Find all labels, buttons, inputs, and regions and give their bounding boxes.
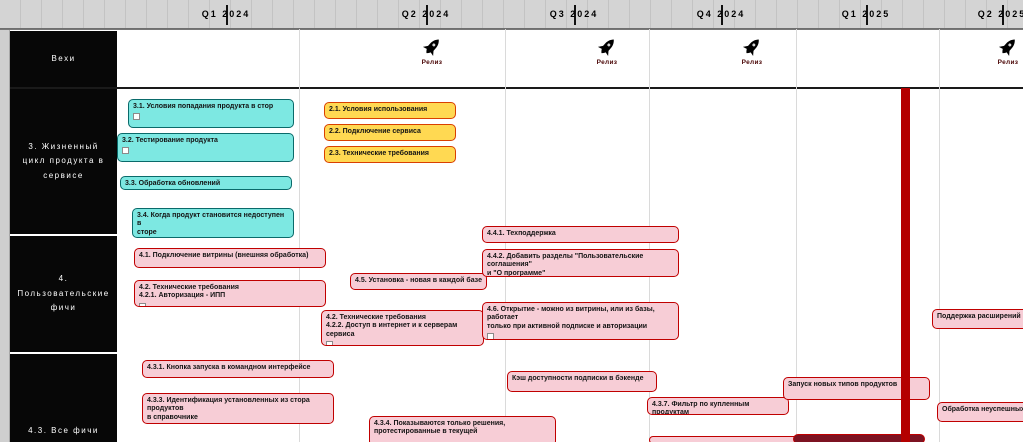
roadmap-card[interactable]: 4.3.4. Показываются только решения, прот… [369,416,556,442]
card-label: 4.3.4. Показываются только решения, прот… [374,420,506,436]
card-label: Кэш доступности подписки в бэкенде [512,375,644,382]
milestone-label: Релиз [997,59,1019,66]
milestone-label: Релиз [741,59,763,66]
quarter-gridline [299,29,300,442]
card-checkbox[interactable] [133,113,140,121]
roadmap-card[interactable]: 4.4.2. Добавить разделы "Пользовательски… [482,249,679,277]
card-checkbox[interactable] [326,341,333,345]
quarter-tick [226,5,228,25]
roadmap-card[interactable]: Кэш доступности подписки в бэкенде [507,371,657,392]
card-label: 3.2. Тестирование продукта [122,137,218,144]
roadmap-card[interactable]: 3.4. Когда продукт становится недоступен… [132,208,294,238]
left-scroll-strip[interactable] [0,0,10,442]
rocket-icon [422,39,439,57]
rocket-icon [998,39,1015,57]
quarter-tick [426,5,428,25]
card-label: 4.3.3. Идентификация установленных из ст… [147,397,310,421]
card-label: Запуск новых типов продуктов [788,381,898,388]
roadmap-card[interactable]: 4.5. Установка - новая в каждой базе [350,273,487,290]
card-label: 3.3. Обработка обновлений [125,180,221,187]
quarter-gridline [939,29,940,442]
milestone-label: Релиз [596,59,618,66]
quarter-label: Q2 2025 [977,9,1023,19]
card-label: 2.1. Условия использования [329,106,428,113]
roadmap-card[interactable]: 4.3.3. Идентификация установленных из ст… [142,393,334,424]
milestone-row-top-border [0,29,1023,30]
roadmap-card[interactable]: 3.3. Обработка обновлений [120,176,292,190]
quarter-tick [866,5,868,25]
milestone-release[interactable]: Релиз [741,36,763,66]
timeline-ruler: Q1 2024 Q2 2024 Q3 2024 Q4 2024 Q1 2025 Q2 20… [0,0,1023,29]
roadmap-card[interactable]: 4.2. Технические требования 4.2.1. Автор… [134,280,326,307]
card-label: 3.1. Условия попадания продукта в стор [133,103,274,110]
card-label: Обработка неуспешных о [942,406,1023,413]
roadmap-card[interactable]: 4.4.1. Техподдержка [482,226,679,243]
card-label: 4.1. Подключение витрины (внешняя обрабо… [139,252,309,259]
roadmap-card[interactable]: Поддержка расширений [932,309,1023,329]
quarter-label: Q2 2024 [401,9,451,19]
milestone-release[interactable]: Релиз [421,36,443,66]
roadmap-card[interactable]: 4.6. Открытие - можно из витрины, или из… [482,302,679,340]
roadmap-card[interactable]: 4.1. Подключение витрины (внешняя обрабо… [134,248,326,268]
roadmap-card[interactable] [649,436,799,442]
card-label: 4.4.1. Техподдержка [487,230,556,237]
quarter-tick [1002,5,1004,25]
card-label: 4.3.1. Кнопка запуска в командном интерф… [147,364,311,371]
card-checkbox[interactable] [139,302,146,306]
roadmap-card[interactable]: 3.1. Условия попадания продукта в стор [128,99,294,128]
roadmap-card[interactable]: 3.2. Тестирование продукта [117,133,294,162]
card-label: 4.6. Открытие - можно из витрины, или из… [487,306,655,330]
milestone-label: Релиз [421,59,443,66]
card-label: 3.4. Когда продукт становится недоступен… [137,212,285,236]
quarter-tick [574,5,576,25]
roadmap-card[interactable]: 2.3. Технические требования [324,146,456,163]
today-line [901,88,910,442]
quarter-label: Q1 2024 [201,9,251,19]
card-label: 4.2. Технические требования 4.2.2. Досту… [326,314,458,338]
milestone-row-bottom-border [10,87,1023,89]
roadmap-card[interactable]: 2.1. Условия использования [324,102,456,119]
card-label: Поддержка расширений [937,313,1021,320]
card-label: 4.5. Установка - новая в каждой базе [355,277,482,284]
quarter-label: Q4 2024 [696,9,746,19]
quarter-tick [721,5,723,25]
roadmap-card[interactable]: Обработка неуспешных о [937,402,1023,422]
milestone-release[interactable]: Релиз [997,36,1019,66]
rocket-icon [742,39,759,57]
quarter-gridline [796,29,797,442]
card-label: 4.3.7. Фильтр по купленным продуктам [652,401,750,415]
roadmap-card[interactable]: 4.3.1. Кнопка запуска в командном интерф… [142,360,334,378]
milestone-release[interactable]: Релиз [596,36,618,66]
roadmap-card[interactable]: Запуск новых типов продуктов [783,377,930,400]
card-label: 4.2. Технические требования 4.2.1. Автор… [139,284,239,300]
card-label: 2.3. Технические требования [329,150,429,157]
card-checkbox[interactable] [122,147,129,155]
card-label: 4.4.2. Добавить разделы "Пользовательски… [487,253,644,277]
card-label: 2.2. Подключение сервиса [329,128,421,135]
rocket-icon [597,39,614,57]
card-checkbox[interactable] [487,333,494,339]
roadmap-card[interactable] [793,434,925,442]
roadmap-card[interactable]: 4.3.7. Фильтр по купленным продуктам [647,397,789,415]
quarter-label: Q3 2024 [549,9,599,19]
quarter-label: Q1 2025 [841,9,891,19]
roadmap-card[interactable]: 4.2. Технические требования 4.2.2. Досту… [321,310,484,346]
roadmap-card[interactable]: 2.2. Подключение сервиса [324,124,456,141]
